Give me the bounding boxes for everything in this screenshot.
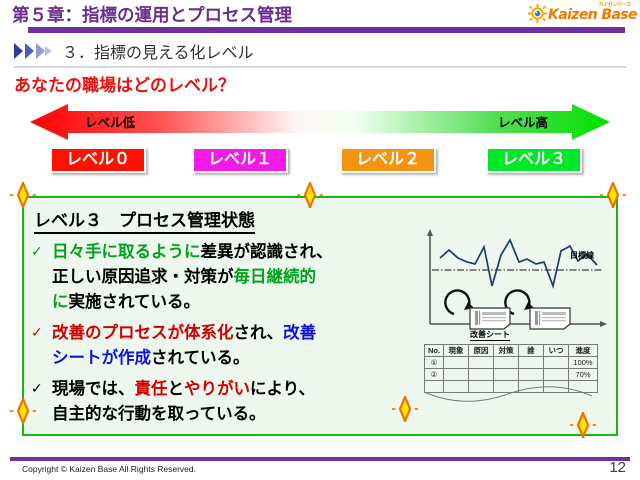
bullet-item: ✓日々手に取るように差異が認識され、正しい原因追求・対策が毎日継続的に実施されて…	[30, 240, 400, 315]
diamond-sparkle-icon	[10, 180, 36, 210]
copyright-text: Copyright © Kaizen Base All Rights Reser…	[22, 464, 196, 474]
table-column-header: No.	[424, 344, 444, 357]
section-heading-row: ３．指標の見える化レベル	[0, 38, 640, 66]
slide-header: 第５章：指標の運用とプロセス管理 カイゼンベース Kai	[0, 0, 640, 33]
scale-label-low: レベル低	[85, 116, 136, 130]
level-badge-3[interactable]: レベル３	[486, 147, 582, 173]
torn-paper-edge	[423, 386, 593, 402]
gear-sun-icon	[528, 4, 547, 23]
bullet-line: 日々手に取るように差異が認識され、	[52, 240, 400, 265]
table-column-header: いつ	[543, 344, 569, 357]
table-cell	[468, 356, 494, 369]
level-badge-row: レベル０ レベル１ レベル２ レベル３	[0, 147, 640, 177]
cycle-arrow-icon	[444, 289, 471, 316]
gradient-double-arrow-icon	[30, 104, 610, 140]
table-cell	[568, 380, 598, 393]
text-segment: と	[167, 380, 185, 398]
level-scale-arrow: レベル低 レベル高	[30, 104, 610, 140]
bullet-line: に実施されている。	[52, 290, 400, 315]
brand-logo: カイゼンベース Kaizen Base	[528, 1, 638, 26]
text-segment: シートが作成	[52, 349, 151, 367]
text-segment: 改善のプロセスが体系化	[52, 324, 234, 342]
bullet-item: ✓ 現場では、責任とやりがいにより、自主的な行動を取っている。	[30, 377, 400, 427]
table-cell	[443, 356, 469, 369]
pdca-loop-group	[444, 289, 571, 330]
bullet-line: 現場では、責任とやりがいにより、	[52, 377, 400, 402]
diamond-sparkle-icon	[570, 410, 596, 440]
content-box-heading: レベル３ プロセス管理状態	[34, 206, 255, 234]
check-icon: ✓	[31, 380, 43, 396]
text-segment: され、	[233, 324, 284, 342]
text-segment: 日々手に取るように	[52, 243, 201, 261]
level-badge-0[interactable]: レベル０	[50, 147, 146, 173]
table-column-header: 現象	[443, 344, 469, 357]
improvement-sheet-document-icon	[469, 307, 511, 330]
bullet-list: ✓日々手に取るように差異が認識され、正しい原因追求・対策が毎日継続的に実施されて…	[30, 240, 400, 433]
diamond-sparkle-icon	[10, 396, 36, 426]
table-cell	[493, 356, 519, 369]
section-divider	[14, 66, 626, 68]
text-segment: 差異が認識され、	[200, 243, 333, 261]
section-title: ３．指標の見える化レベル	[62, 45, 254, 62]
trend-chart	[427, 229, 607, 327]
text-segment: 現場では、	[52, 380, 135, 398]
target-line-label: 目標線	[570, 251, 594, 260]
header-divider	[28, 27, 625, 33]
text-segment: 正しい原因追求・対策が	[52, 268, 234, 286]
chapter-title: 第５章：指標の運用とプロセス管理	[12, 5, 292, 25]
table-cell	[543, 356, 569, 369]
trend-polyline	[439, 238, 598, 289]
logo-kana-text: カイゼンベース	[598, 2, 631, 8]
level3-content-box	[22, 196, 618, 436]
table-row: ① 100%	[424, 356, 598, 369]
diamond-sparkle-icon	[297, 180, 323, 210]
table-column-header: 対策	[493, 344, 519, 357]
diamond-sparkle-icon	[392, 394, 418, 424]
bullet-line: シートが作成されている。	[52, 346, 400, 371]
page-number: 12	[609, 459, 626, 476]
text-segment: 毎日継続的	[233, 268, 317, 286]
table-column-header: 進度	[568, 344, 598, 357]
table-row	[424, 380, 598, 393]
level-badge-2[interactable]: レベル２	[340, 147, 436, 173]
text-segment: やりがい	[184, 380, 250, 398]
question-text: あなたの職場はどのレベル？	[14, 76, 235, 95]
table-column-header: 誰	[518, 344, 544, 357]
text-segment: 改善	[283, 324, 317, 342]
table-header-row: No.現象原因対策誰いつ進度	[424, 344, 598, 357]
text-segment: に	[52, 293, 69, 311]
level-badge-1[interactable]: レベル１	[192, 147, 288, 173]
bullet-line: 自主的な行動を取っている。	[52, 402, 400, 427]
table-cell	[518, 356, 544, 369]
footer-divider	[10, 457, 630, 461]
text-segment: 実施されている。	[68, 293, 201, 311]
scale-label-high: レベル高	[497, 116, 548, 130]
table-column-header: 原因	[468, 344, 494, 357]
bullet-line: 正しい原因追求・対策が毎日継続的	[52, 265, 400, 290]
table-cell: 100%	[568, 356, 598, 369]
text-segment: により、	[250, 380, 316, 398]
check-icon: ✓	[31, 324, 43, 340]
table-cell: ①	[424, 356, 444, 369]
bullet-line: 改善のプロセスが体系化され、改善	[52, 321, 400, 346]
logo-wordmark: Kaizen Base	[548, 7, 638, 23]
text-segment: 自主的な行動を取っている。	[52, 405, 266, 423]
triple-chevron-right-icon	[14, 43, 52, 59]
bullet-item: ✓改善のプロセスが体系化され、改善シートが作成されている。	[30, 321, 400, 371]
check-icon: ✓	[31, 243, 43, 259]
diamond-sparkle-icon	[600, 180, 626, 210]
text-segment: されている。	[151, 349, 250, 367]
sheet-label: 改善シート	[470, 330, 510, 341]
text-segment: 責任	[134, 380, 168, 398]
